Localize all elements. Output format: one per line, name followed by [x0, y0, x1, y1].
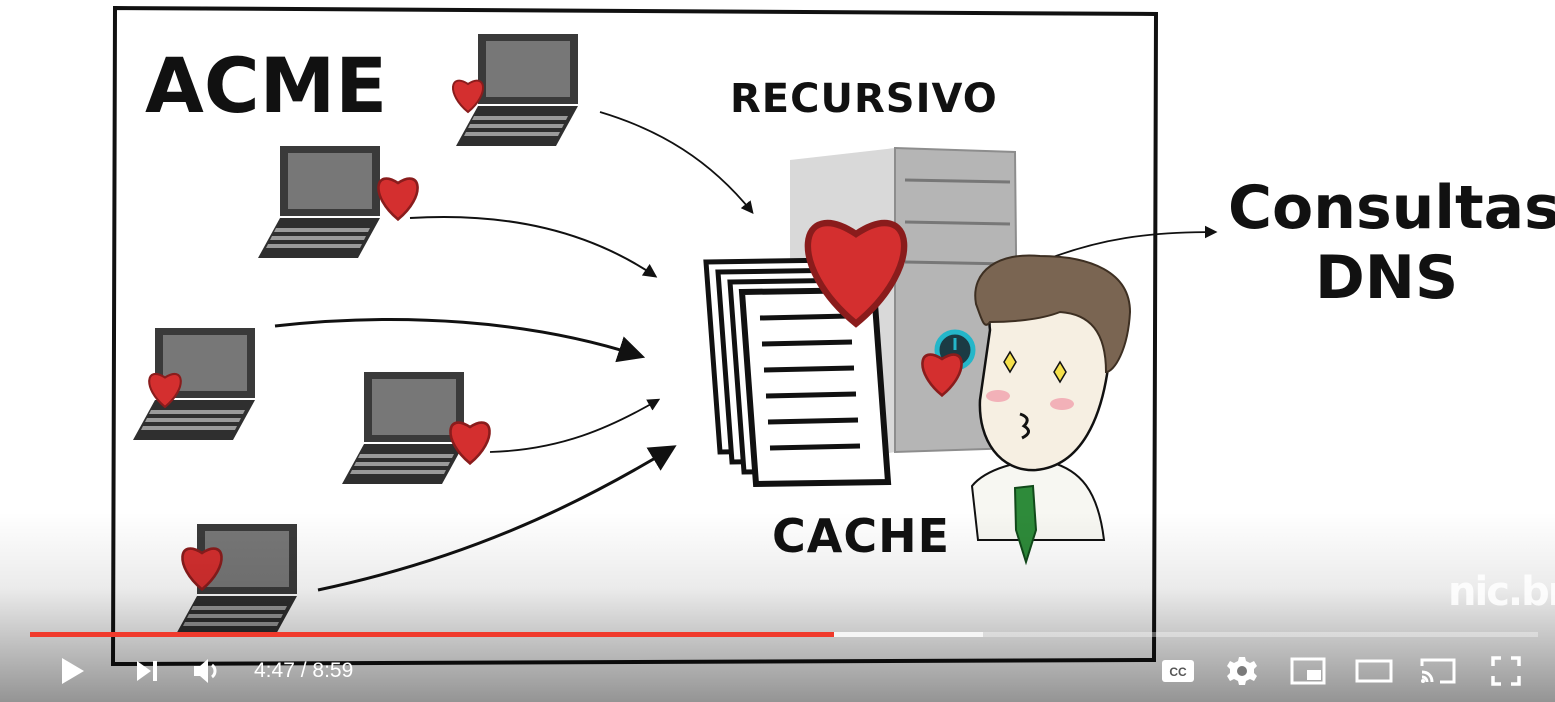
theater-icon	[1355, 659, 1393, 683]
played-progress	[30, 632, 834, 637]
next-icon	[137, 661, 157, 681]
query-arrows	[274, 111, 1218, 592]
current-time: 4:47	[254, 659, 295, 682]
miniplayer-button[interactable]	[1284, 650, 1332, 692]
svg-text:CC: CC	[1169, 665, 1187, 679]
play-button[interactable]	[48, 650, 96, 692]
time-display: 4:47 / 8:59	[254, 658, 353, 684]
fullscreen-icon	[1491, 656, 1521, 686]
recursive-label: RECURSIVO	[730, 76, 998, 122]
settings-button[interactable]	[1218, 650, 1266, 692]
gear-icon	[1227, 657, 1257, 685]
captions-icon: CC	[1162, 660, 1194, 682]
character-illustration	[970, 254, 1132, 566]
next-button[interactable]	[123, 650, 171, 692]
theater-mode-button[interactable]	[1350, 650, 1398, 692]
dns-queries-line2: DNS	[1315, 243, 1458, 313]
channel-watermark: nic.br	[1448, 569, 1555, 615]
cache-documents-illustration	[703, 257, 892, 488]
dns-queries-line1: Consultas	[1228, 173, 1555, 243]
cast-button[interactable]	[1414, 650, 1462, 692]
cache-label: CACHE	[772, 509, 950, 563]
time-separator: /	[294, 659, 313, 682]
volume-button[interactable]	[182, 650, 230, 692]
player-controls: 4:47 / 8:59 CC	[0, 640, 1555, 702]
progress-bar[interactable]	[30, 632, 1538, 637]
captions-button[interactable]: CC	[1154, 650, 1202, 692]
duration: 8:59	[312, 659, 354, 682]
volume-icon	[194, 659, 217, 683]
fullscreen-button[interactable]	[1482, 650, 1530, 692]
miniplayer-icon	[1290, 657, 1326, 685]
cast-icon	[1420, 658, 1456, 684]
play-icon	[62, 658, 84, 684]
acme-label: ACME	[145, 41, 387, 130]
